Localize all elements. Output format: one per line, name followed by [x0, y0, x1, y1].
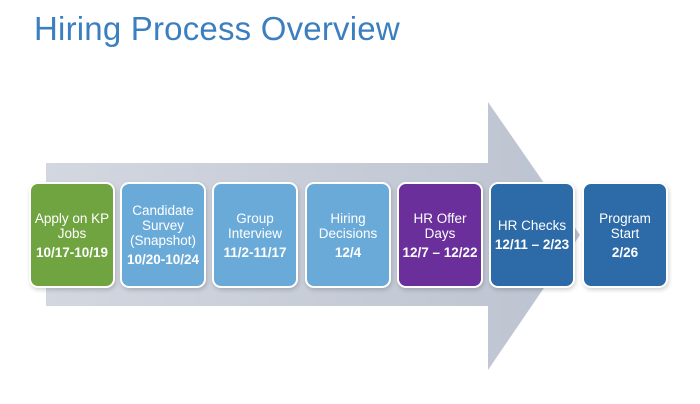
step-date: 10/20-10/24	[126, 252, 200, 267]
step-hr-offer-days: HR Offer Days 12/7 – 12/22	[397, 182, 483, 288]
step-date: 12/11 – 2/23	[494, 237, 570, 252]
step-name: Program Start	[599, 210, 651, 241]
page-title: Hiring Process Overview	[34, 10, 400, 47]
step-program-start: Program Start 2/26	[582, 182, 668, 288]
step-name: HR Checks	[497, 218, 567, 233]
step-date: 12/4	[334, 244, 362, 260]
step-name: Hiring Decisions	[318, 210, 378, 241]
step-date: 2/26	[611, 244, 639, 260]
step-name: Candidate Survey (Snapshot)	[129, 203, 197, 248]
step-candidate-survey: Candidate Survey (Snapshot) 10/20-10/24	[120, 182, 206, 288]
step-name: HR Offer Days	[413, 210, 467, 241]
step-date: 10/17-10/19	[35, 244, 109, 260]
step-name: Group Interview	[227, 210, 283, 241]
step-hr-checks: HR Checks 12/11 – 2/23	[489, 182, 575, 288]
step-date: 12/7 – 12/22	[402, 244, 478, 260]
step-apply: Apply on KP Jobs 10/17-10/19	[29, 182, 115, 288]
step-hiring-decisions: Hiring Decisions 12/4	[305, 182, 391, 288]
step-group-interview: Group Interview 11/2-11/17	[212, 182, 298, 288]
step-date: 11/2-11/17	[223, 244, 287, 260]
step-name: Apply on KP Jobs	[34, 210, 110, 241]
